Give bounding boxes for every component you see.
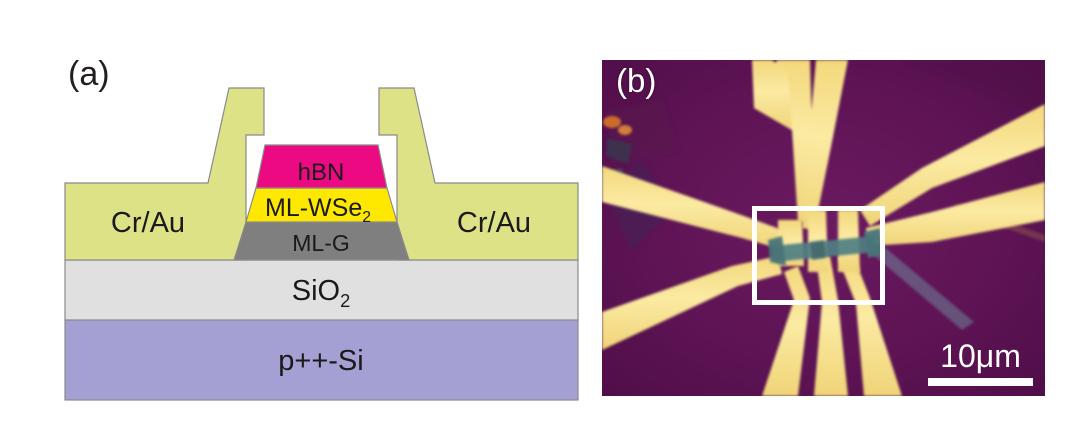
electrode-lower-left <box>602 256 782 350</box>
label-hbn: hBN <box>298 159 345 186</box>
panel-b-label: (b) <box>616 62 657 99</box>
optical-micrograph-image <box>602 60 1045 396</box>
electrode-bottom-right <box>838 252 902 396</box>
label-ml-g: ML-G <box>292 230 350 256</box>
scale-bar-group: 10μm <box>928 340 1033 386</box>
electrode-top-center <box>802 60 848 230</box>
label-cr-au-right: Cr/Au <box>457 207 531 239</box>
region-of-interest-rectangle <box>752 206 885 305</box>
gold-electrodes <box>602 60 1045 396</box>
label-ml-wse2-main: ML-WSe <box>265 194 362 222</box>
electrode-upper-right <box>860 104 1045 226</box>
device-cross-section-diagram: hBN ML-WSe2 ML-G Cr/Au Cr/Au SiO2 p++-Si <box>64 87 579 401</box>
label-sio2: SiO2 <box>292 275 351 311</box>
electrode-bottom-center <box>814 256 848 396</box>
label-p-si: p++-Si <box>278 345 363 377</box>
layer-cr-au-right <box>378 87 579 261</box>
label-ml-wse2-subscript: 2 <box>362 209 371 226</box>
panel-a-schematic: (a) hBN ML-WSe2 ML-G Cr/Au Cr/A <box>64 55 579 401</box>
heterostructure-channel <box>768 228 884 266</box>
label-sio2-main: SiO <box>292 275 340 307</box>
scale-bar-label: 10μm <box>940 338 1021 375</box>
electrode-bottom-left <box>762 266 810 396</box>
electrode-top-left-fan <box>752 60 792 130</box>
electrode-left-middle <box>602 166 788 250</box>
electrode-right-middle <box>866 182 1045 246</box>
label-sio2-subscript: 2 <box>340 290 350 311</box>
label-cr-au-left: Cr/Au <box>111 207 185 239</box>
panel-a-label: (a) <box>68 55 110 93</box>
scale-bar-line <box>928 378 1033 386</box>
layer-hbn <box>255 144 388 189</box>
layer-cr-au-left <box>64 87 265 261</box>
panel-b-micrograph: (b) 10μm <box>602 60 1045 396</box>
layer-p-si <box>64 319 579 401</box>
label-ml-wse2: ML-WSe2 <box>265 194 371 226</box>
